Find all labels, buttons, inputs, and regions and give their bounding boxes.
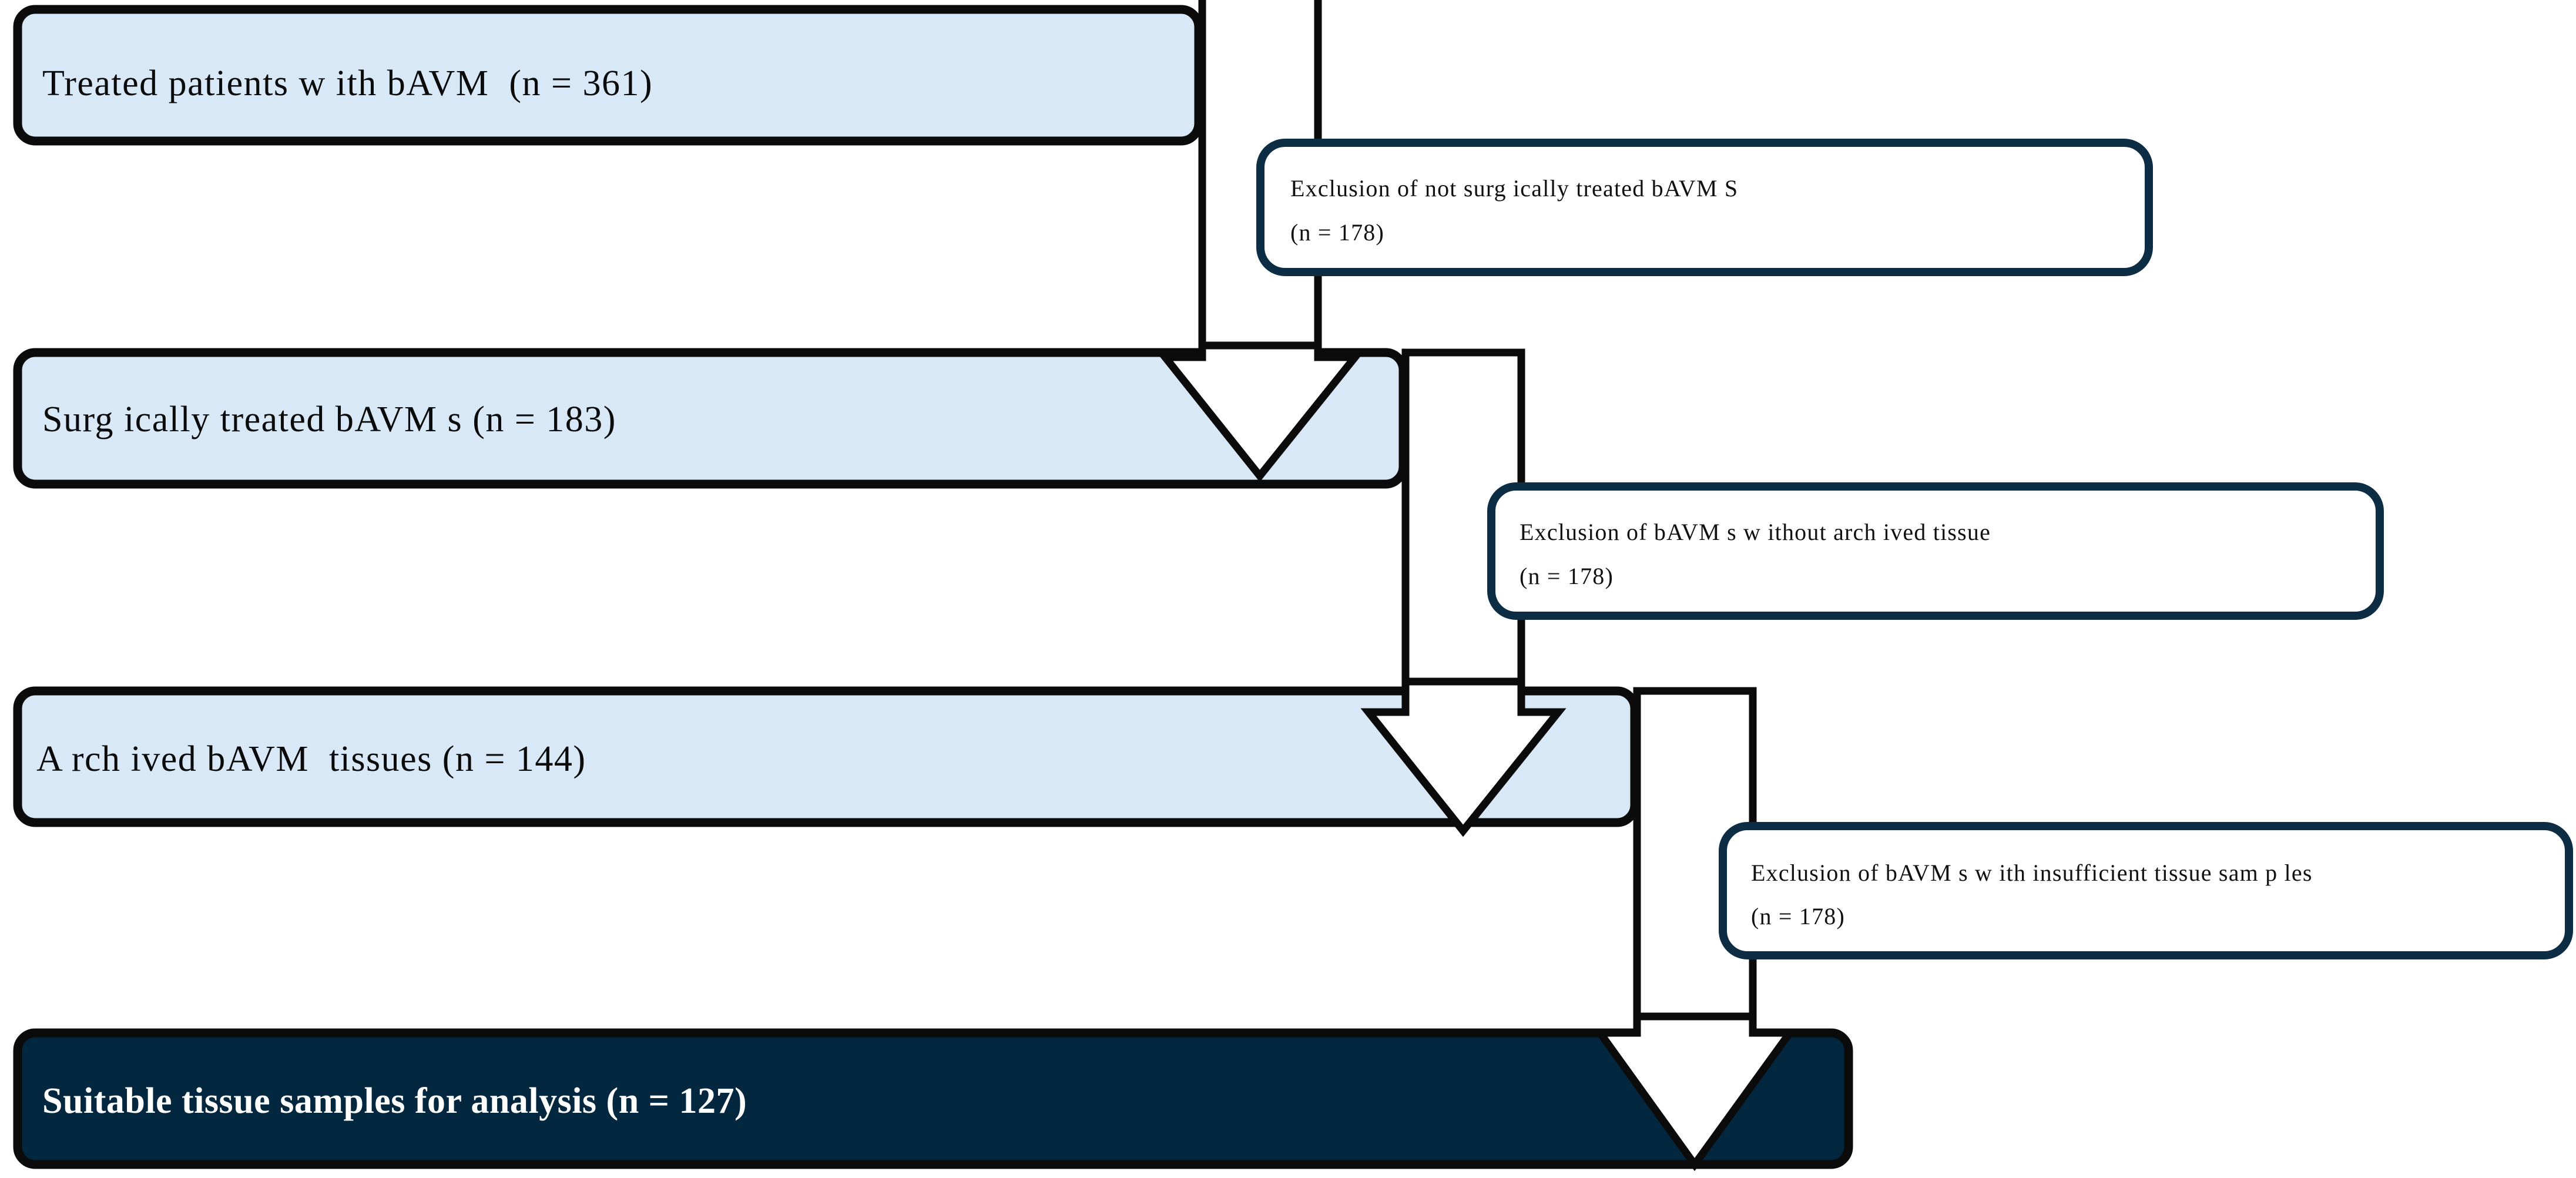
- exclusion-box-3-line1: Exclusion of bAVM s w ith insufficient t…: [1751, 860, 2313, 886]
- arrow-stage2-tip-overlay: [1360, 677, 1567, 837]
- exclusion-box-2-line2: (n = 178): [1520, 563, 1614, 589]
- stage-box-3-label: A rch ived bAVM tissues (n = 144): [36, 739, 586, 779]
- exclusion-box-not-surgically-treated[interactable]: Exclusion of not surg ically treated bAV…: [1256, 139, 2153, 276]
- stage-box-2-label: Surg ically treated bAVM s (n = 183): [42, 400, 616, 439]
- exclusion-box-2-line1: Exclusion of bAVM s w ithout arch ived t…: [1520, 519, 1991, 545]
- stage-box-4-shape: [13, 1028, 1853, 1169]
- exclusion-box-no-archived-tissue[interactable]: Exclusion of bAVM s w ithout arch ived t…: [1487, 482, 2384, 620]
- exclusion-box-insufficient-tissue[interactable]: Exclusion of bAVM s w ith insufficient t…: [1719, 822, 2573, 959]
- stage-box-suitable-samples[interactable]: Suitable tissue samples for analysis (n …: [13, 1028, 1853, 1169]
- exclusion-box-1-line1: Exclusion of not surg ically treated bAV…: [1290, 175, 1738, 202]
- exclusion-box-3-line2: (n = 178): [1751, 903, 1845, 929]
- stage-box-3-shape: [13, 686, 1639, 827]
- exclusion-box-1-line2: (n = 178): [1290, 219, 1384, 246]
- stage-box-1-shape: [13, 5, 1203, 146]
- stage-box-archived-tissues[interactable]: A rch ived bAVM tissues (n = 144): [13, 686, 1639, 827]
- exclusion-box-1-shape: [1256, 139, 2153, 276]
- stage-box-treated-patients[interactable]: Treated patients w ith bAVM (n = 361): [13, 5, 1203, 146]
- exclusion-box-3-shape: [1719, 822, 2573, 959]
- stage-box-4-label: Suitable tissue samples for analysis (n …: [42, 1081, 747, 1121]
- arrow-stage3-tip-overlay: [1592, 1012, 1797, 1172]
- arrow-stage1-tip-overlay: [1157, 341, 1363, 482]
- stage-box-1-label: Treated patients w ith bAVM (n = 361): [42, 63, 653, 103]
- stage-box-surgically-treated[interactable]: Surg ically treated bAVM s (n = 183): [13, 348, 1408, 489]
- stage-box-2-shape: [13, 348, 1408, 489]
- exclusion-box-2-shape: [1487, 482, 2384, 620]
